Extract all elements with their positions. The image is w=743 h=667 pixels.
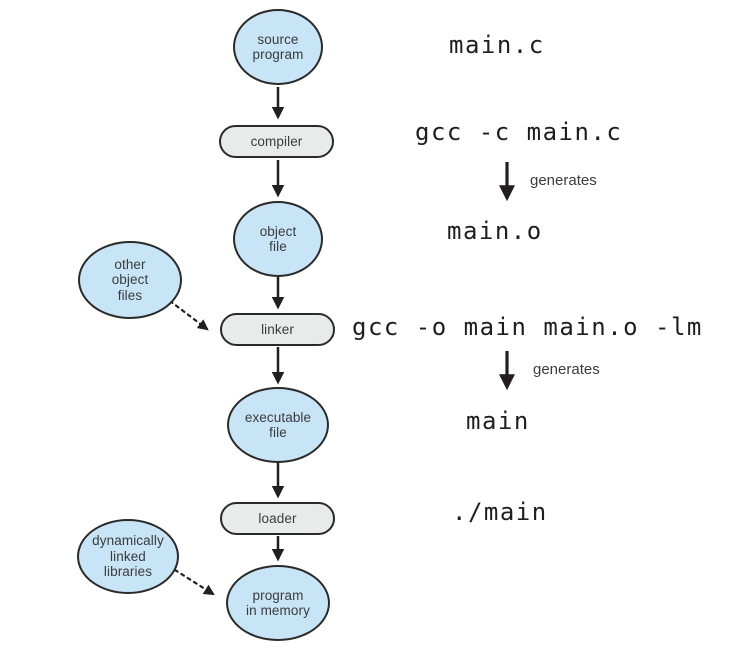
node-loader-label: loader <box>258 510 297 526</box>
arrow-dashed-other-objects-to-linker <box>168 299 209 331</box>
node-source-program: source program <box>233 9 323 85</box>
node-dynamically-linked-libraries: dynamically linked libraries <box>77 519 179 594</box>
node-other-object-files: other object files <box>78 241 182 319</box>
annotation-compile-command: gcc -c main.c <box>415 118 623 146</box>
arrow-dashed-dll-to-memory <box>173 568 215 596</box>
generates-label-2: generates <box>533 361 600 378</box>
node-executable-file: executable file <box>227 387 329 463</box>
node-compiler-label: compiler <box>250 133 303 149</box>
annotation-source-file: main.c <box>449 31 545 59</box>
annotation-object-file-name: main.o <box>447 217 543 245</box>
node-program-in-memory: program in memory <box>226 565 330 641</box>
node-executable-file-label: executable file <box>244 409 312 440</box>
annotation-executable-name: main <box>466 407 530 435</box>
node-other-object-files-label: other object files <box>111 256 149 303</box>
node-linker-label: linker <box>261 321 294 337</box>
node-compiler: compiler <box>219 125 334 158</box>
generates-label-1: generates <box>530 172 597 189</box>
node-linker: linker <box>220 313 335 346</box>
node-object-file: object file <box>233 201 323 277</box>
annotation-run-command: ./main <box>452 498 548 526</box>
node-object-file-label: object file <box>259 223 297 254</box>
annotation-link-command: gcc -o main main.o -lm <box>352 313 703 341</box>
node-source-program-label: source program <box>252 31 304 62</box>
node-dynamically-linked-libraries-label: dynamically linked libraries <box>92 533 164 580</box>
node-program-in-memory-label: program in memory <box>246 587 310 618</box>
node-loader: loader <box>220 502 335 535</box>
